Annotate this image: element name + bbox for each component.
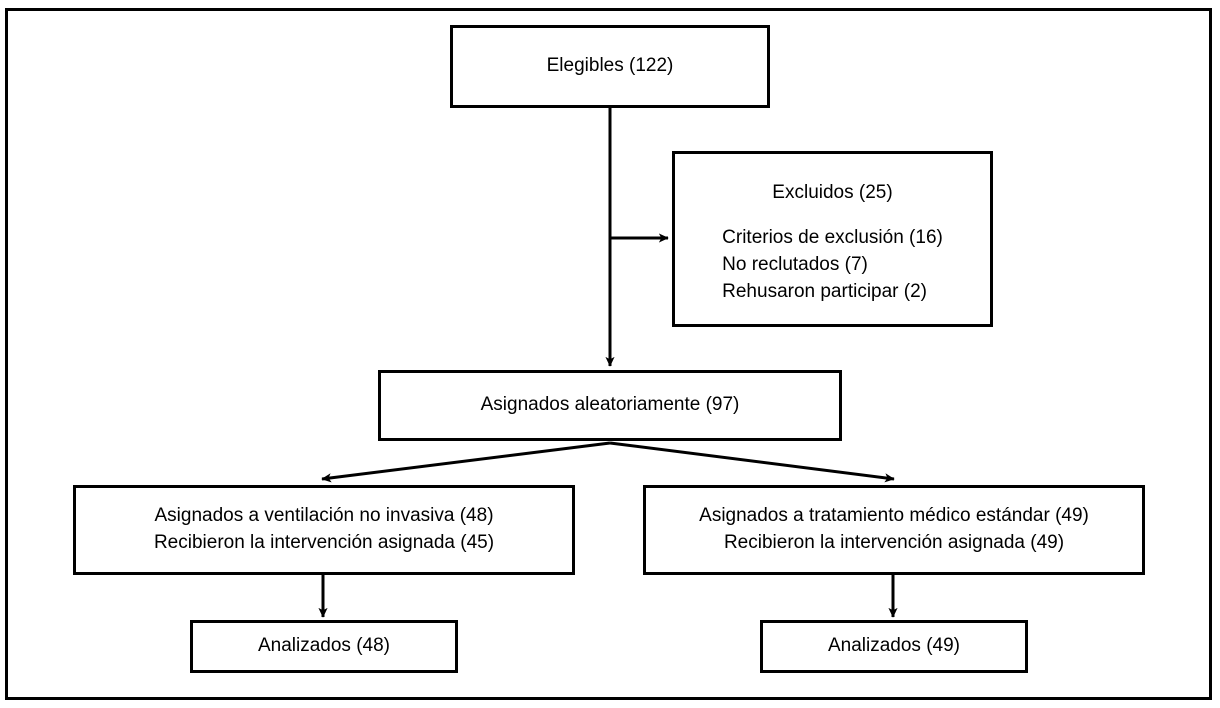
node-arm-left-line-1: Recibieron la intervención asignada (45) [153, 532, 495, 553]
node-excluded-heading: Excluidos (25) [772, 182, 893, 203]
node-excluded-reasons: Criterios de exclusión (16) No reclutado… [722, 225, 943, 306]
connector-randomized-split-left [321, 441, 611, 483]
node-eligible: Elegibles (122) [450, 25, 770, 108]
node-analyzed-right: Analizados (49) [760, 620, 1028, 673]
node-arm-right-line-0: Asignados a tratamiento médico estándar … [699, 505, 1089, 527]
node-excluded-reason-1: No reclutados (7) [722, 253, 868, 275]
node-arm-right-line-1: Recibieron la intervención asignada (49) [723, 532, 1065, 553]
node-analyzed-left: Analizados (48) [190, 620, 458, 673]
figure-border [5, 8, 1212, 700]
node-randomized-line-0: Asignados aleatoriamente (97) [480, 394, 740, 416]
node-analyzed-right-line-0: Analizados (49) [827, 635, 961, 657]
node-excluded-reason-0: Criterios de exclusión (16) [722, 226, 943, 248]
node-arm-right: Asignados a tratamiento médico estándar … [643, 485, 1145, 575]
connector-randomized-split-right [609, 441, 895, 483]
node-analyzed-left-line-0: Analizados (48) [257, 635, 391, 657]
node-eligible-line-0: Elegibles (122) [546, 55, 674, 77]
node-excluded-reason-2: Rehusaron participar (2) [722, 280, 928, 302]
node-arm-left: Asignados a ventilación no invasiva (48)… [73, 485, 575, 575]
node-randomized: Asignados aleatoriamente (97) [378, 370, 842, 441]
node-arm-left-line-0: Asignados a ventilación no invasiva (48) [154, 505, 494, 527]
node-excluded: Excluidos (25) Criterios de exclusión (1… [672, 151, 993, 327]
